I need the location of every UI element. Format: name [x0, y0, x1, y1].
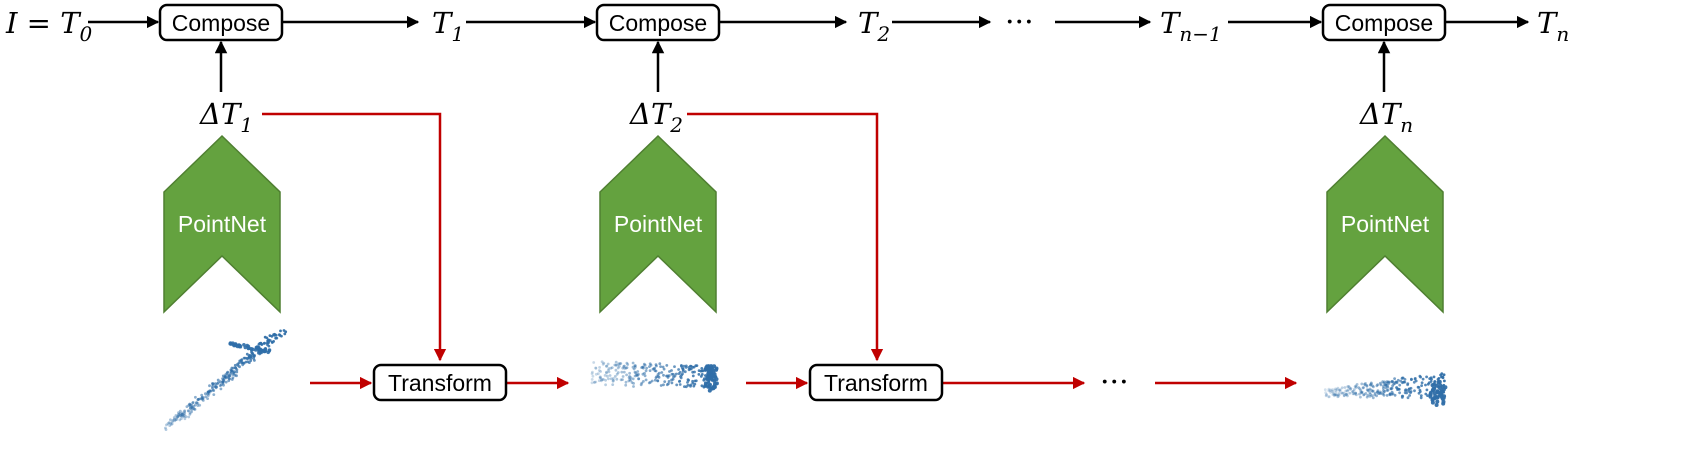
delta-tn-label: ΔTn: [1359, 97, 1413, 137]
pointnet-block-1: PointNet: [163, 134, 281, 314]
svg-text:PointNet: PointNet: [178, 211, 267, 237]
delta-t1-label: ΔT1: [199, 97, 253, 137]
svg-text:Compose: Compose: [172, 10, 270, 36]
ellipsis-top: ···: [1005, 5, 1034, 40]
svg-text:Transform: Transform: [388, 370, 492, 396]
svg-text:PointNet: PointNet: [614, 211, 703, 237]
pointnet-block-3: PointNet: [1326, 134, 1444, 314]
point-cloud-2: [590, 360, 719, 393]
arrow-delta1-to-transform1: [262, 112, 447, 362]
compose-box-2: Compose: [595, 3, 721, 42]
point-cloud-3: [1323, 372, 1448, 407]
compose-box-3: Compose: [1321, 3, 1447, 42]
transform-t2-label: T2: [858, 6, 890, 46]
transform-t1-label: T1: [432, 6, 464, 46]
transform-box-2: Transform: [808, 363, 944, 402]
arrow-delta2-to-transform2: [687, 112, 884, 362]
point-cloud-1: [164, 329, 288, 431]
ellipsis-bottom: ···: [1100, 365, 1129, 400]
transform-tn-label: Tn: [1537, 6, 1569, 46]
transform-box-1: Transform: [372, 363, 508, 402]
delta-t2-label: ΔT2: [629, 97, 683, 137]
transform-tn-minus-1-label: Tn−1: [1160, 6, 1222, 46]
svg-text:Compose: Compose: [609, 10, 707, 36]
svg-text:Compose: Compose: [1335, 10, 1433, 36]
compose-box-1: Compose: [158, 3, 284, 42]
svg-text:Transform: Transform: [824, 370, 928, 396]
pointnet-block-2: PointNet: [599, 134, 717, 314]
svg-text:PointNet: PointNet: [1341, 211, 1430, 237]
start-label: I = T0: [5, 6, 93, 46]
